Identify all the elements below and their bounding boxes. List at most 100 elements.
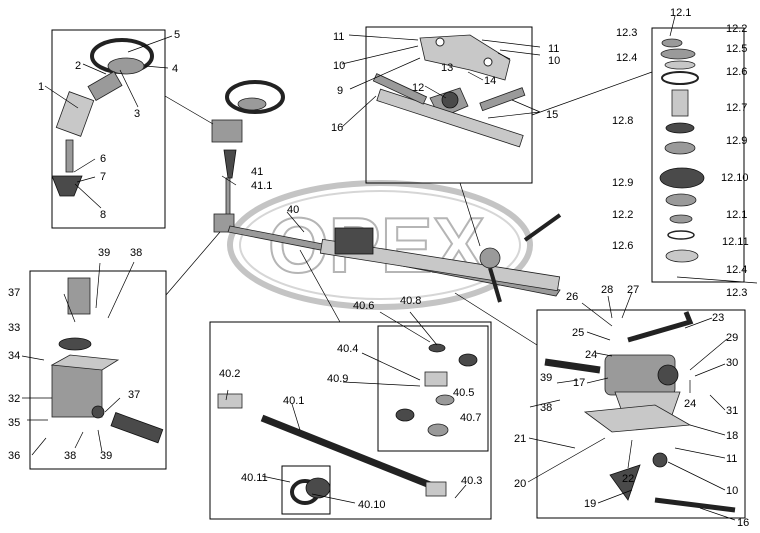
label-15: 15 <box>546 109 558 121</box>
box-steering-column <box>51 29 166 229</box>
box-steering-gear <box>536 309 746 519</box>
label-11c: 11 <box>726 453 737 465</box>
label-30: 30 <box>726 357 738 369</box>
label-29: 29 <box>726 332 738 344</box>
label-12-8: 12.8 <box>612 115 633 127</box>
label-39a: 39 <box>98 247 110 259</box>
label-23: 23 <box>712 312 724 324</box>
label-40-6: 40.6 <box>353 300 374 312</box>
label-28: 28 <box>601 284 613 296</box>
label-12: 12 <box>412 82 424 94</box>
label-12-1a: 12.1 <box>670 7 691 19</box>
label-19: 19 <box>584 498 596 510</box>
label-40-8: 40.8 <box>400 295 421 307</box>
label-40-5: 40.5 <box>453 387 474 399</box>
label-8: 8 <box>100 209 106 221</box>
label-16b: 16 <box>737 517 749 529</box>
label-24b: 24 <box>684 398 696 410</box>
label-18: 18 <box>726 430 738 442</box>
cab-mount-parts <box>372 34 526 148</box>
label-12-7: 12.7 <box>726 102 747 114</box>
label-21: 21 <box>514 433 526 445</box>
label-12-10: 12.10 <box>721 172 749 184</box>
label-35: 35 <box>8 417 20 429</box>
label-12-6a: 12.6 <box>726 66 747 78</box>
label-11a: 11 <box>333 31 344 43</box>
label-39b: 39 <box>100 450 112 462</box>
label-31: 31 <box>726 405 738 417</box>
leader-lines <box>21 15 758 521</box>
label-40-3: 40.3 <box>461 475 482 487</box>
label-9: 9 <box>337 85 343 97</box>
label-1: 1 <box>38 81 44 93</box>
label-40-11: 40.11 <box>241 472 268 484</box>
label-33: 33 <box>8 322 20 334</box>
label-40-10: 40.10 <box>358 499 386 511</box>
steering-gear <box>544 311 736 513</box>
label-10a: 10 <box>333 60 345 72</box>
label-40-2: 40.2 <box>219 368 240 380</box>
label-20: 20 <box>514 478 526 490</box>
label-24a: 24 <box>585 349 597 361</box>
label-12-2b: 12.2 <box>612 209 633 221</box>
label-5: 5 <box>174 29 180 41</box>
label-14: 14 <box>484 75 496 87</box>
label-41: 41 <box>251 166 263 178</box>
label-12-4a: 12.4 <box>616 52 637 64</box>
callout-labels: 1 2 3 4 5 6 7 8 9 10 10 11 11 12 13 14 1… <box>8 7 749 529</box>
label-12-3a: 12.3 <box>616 27 637 39</box>
label-3: 3 <box>134 108 140 120</box>
main-assembly <box>227 213 562 303</box>
label-27: 27 <box>627 284 639 296</box>
label-12-11: 12.11 <box>722 236 749 248</box>
bearing-stack <box>659 38 705 263</box>
label-36: 36 <box>8 450 20 462</box>
label-37a: 37 <box>8 287 20 299</box>
label-12-9b: 12.9 <box>612 177 633 189</box>
watermark: OPEX <box>227 180 533 310</box>
label-4: 4 <box>172 63 178 75</box>
label-38a: 38 <box>130 247 142 259</box>
cross-joint <box>395 343 478 437</box>
label-16: 16 <box>331 122 343 134</box>
label-40-7: 40.7 <box>460 412 481 424</box>
label-32: 32 <box>8 393 20 405</box>
label-12-6b: 12.6 <box>612 240 633 252</box>
label-22: 22 <box>622 473 634 485</box>
label-2: 2 <box>75 60 81 72</box>
label-40-9: 40.9 <box>327 373 348 385</box>
box-cardan-shaft <box>209 321 492 520</box>
label-39c: 39 <box>540 372 552 384</box>
label-10c: 10 <box>726 485 738 497</box>
label-38b: 38 <box>64 450 76 462</box>
label-11b: 11 <box>548 43 559 55</box>
label-13: 13 <box>441 62 453 74</box>
label-12-3b: 12.3 <box>726 287 747 299</box>
angle-gearbox <box>50 277 164 444</box>
label-41-1: 41.1 <box>251 180 272 192</box>
label-12-5: 12.5 <box>726 43 747 55</box>
cardan-shaft <box>217 393 447 505</box>
steering-wheel-small <box>51 38 154 197</box>
label-37b: 37 <box>128 389 140 401</box>
label-38c: 38 <box>540 402 552 414</box>
box-angle-gearbox <box>29 270 167 470</box>
label-34: 34 <box>8 350 20 362</box>
connector-lines <box>164 71 653 346</box>
label-10b: 10 <box>548 55 560 67</box>
label-7: 7 <box>100 171 106 183</box>
label-12-1b: 12.1 <box>726 209 747 221</box>
label-40-1: 40.1 <box>283 395 304 407</box>
box-bearing-stack <box>651 27 745 283</box>
label-12-2a: 12.2 <box>726 23 747 35</box>
label-17: 17 <box>573 377 585 389</box>
label-6: 6 <box>100 153 106 165</box>
label-12-4b: 12.4 <box>726 264 747 276</box>
label-25: 25 <box>572 327 584 339</box>
box-cross-joint <box>377 325 489 452</box>
label-12-9a: 12.9 <box>726 135 747 147</box>
label-26: 26 <box>566 291 578 303</box>
label-40: 40 <box>287 204 299 216</box>
